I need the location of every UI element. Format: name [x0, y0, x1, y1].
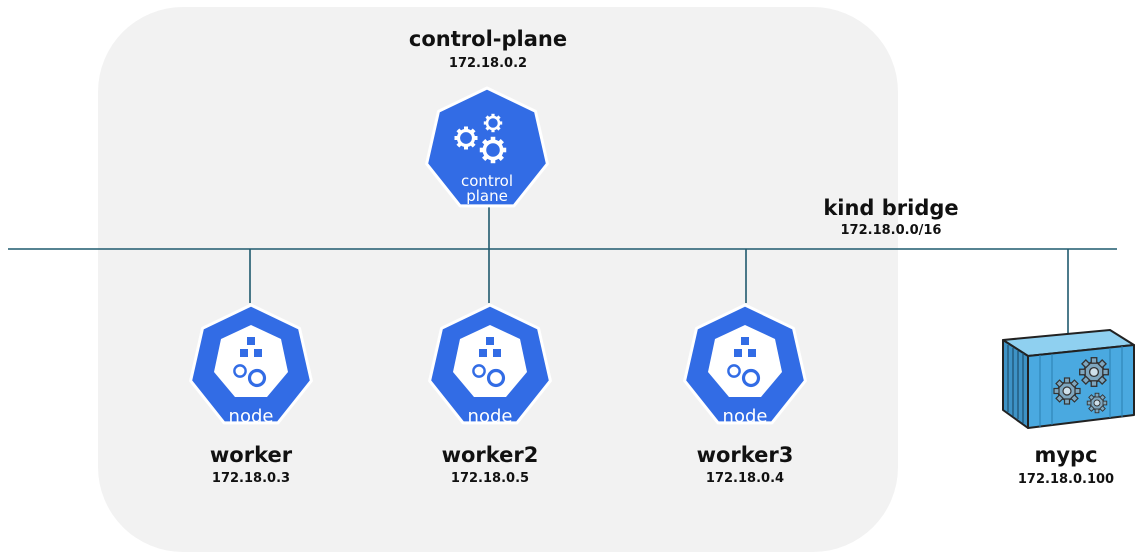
cube-icon — [252, 347, 264, 359]
cube-icon — [238, 347, 250, 359]
control-plane-ip: 172.18.0.2 — [449, 56, 527, 71]
control-plane-icon-label-2: plane — [466, 187, 508, 205]
bridge-title: kind bridge — [823, 196, 958, 220]
mypc-ip: 172.18.0.100 — [1018, 472, 1114, 487]
worker3-ip: 172.18.0.4 — [706, 471, 784, 486]
control-plane-title: control-plane — [409, 27, 567, 51]
gear-icon — [1078, 356, 1110, 388]
worker2-icon-label: node — [468, 406, 513, 427]
worker2-ip: 172.18.0.5 — [451, 471, 529, 486]
worker-ip: 172.18.0.3 — [212, 471, 290, 486]
cube-icon — [746, 347, 758, 359]
cube-icon — [732, 347, 744, 359]
cube-icon — [477, 347, 489, 359]
container-icon — [1002, 329, 1135, 429]
control-plane-icon-label-1: control — [461, 172, 513, 190]
worker3-title: worker3 — [697, 443, 794, 467]
bridge-lines — [8, 205, 1117, 333]
cluster-area — [98, 7, 898, 552]
gear-icon — [1086, 392, 1108, 414]
cube-icon — [245, 335, 257, 347]
cube-icon — [484, 335, 496, 347]
control-plane-icon: control plane — [425, 86, 549, 208]
mypc-title: mypc — [1034, 443, 1097, 467]
worker3-icon-label: node — [723, 406, 768, 427]
worker-icon-label: node — [229, 406, 274, 427]
gear-icon — [1053, 377, 1081, 405]
worker2-title: worker2 — [442, 443, 539, 467]
cube-icon — [739, 335, 751, 347]
worker-title: worker — [210, 443, 293, 467]
worker3-icon: node — [683, 303, 807, 427]
worker2-icon: node — [428, 303, 552, 427]
worker-icon: node — [189, 303, 313, 427]
cube-icon — [491, 347, 503, 359]
bridge-subnet: 172.18.0.0/16 — [841, 223, 942, 238]
